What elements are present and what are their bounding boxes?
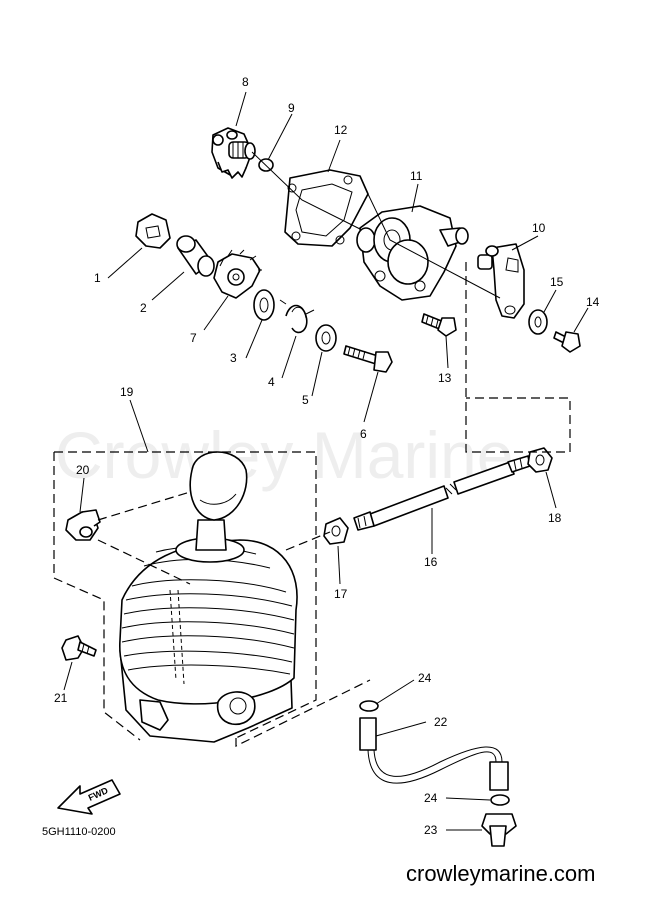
callout-1: 1 bbox=[94, 271, 101, 285]
part-1-cap bbox=[135, 213, 171, 249]
part-6-bolt bbox=[343, 345, 393, 373]
fwd-arrow-icon: FWD bbox=[57, 779, 121, 815]
part-18-nut bbox=[527, 447, 553, 473]
callout-22: 22 bbox=[434, 715, 448, 729]
callout-8: 8 bbox=[242, 75, 249, 89]
part-16-shaft bbox=[353, 455, 531, 531]
site-url: crowleymarine.com bbox=[406, 861, 596, 886]
callout-2: 2 bbox=[140, 301, 147, 315]
assembly-dash-lines bbox=[53, 262, 571, 747]
callout-16: 16 bbox=[424, 555, 438, 569]
part-7-gear bbox=[213, 249, 262, 299]
part-24-clamp-lower bbox=[490, 794, 510, 806]
callout-5: 5 bbox=[302, 393, 309, 407]
callout-17: 17 bbox=[334, 587, 348, 601]
part-19-shift-box bbox=[119, 451, 298, 743]
part-17-nut bbox=[323, 517, 349, 545]
diagram-code: 5GH1110-0200 bbox=[42, 826, 116, 838]
part-15-washer bbox=[528, 309, 548, 335]
callout-23: 23 bbox=[424, 823, 438, 837]
part-11-housing bbox=[356, 205, 469, 301]
callout-7: 7 bbox=[190, 331, 197, 345]
part-4-spring bbox=[279, 299, 315, 334]
part-3-washer bbox=[253, 289, 275, 321]
part-22-hose bbox=[359, 717, 509, 791]
part-12-gasket bbox=[284, 169, 369, 247]
part-23-fitting bbox=[481, 813, 517, 847]
assembly-axis-lines bbox=[251, 151, 501, 299]
callout-12: 12 bbox=[334, 123, 348, 137]
callout-19: 19 bbox=[120, 385, 134, 399]
part-8-shaft-gear bbox=[211, 127, 256, 179]
callout-20: 20 bbox=[76, 463, 90, 477]
watermark-text: Crowley Marine bbox=[55, 418, 513, 492]
callout-11: 11 bbox=[410, 169, 423, 183]
callout-21: 21 bbox=[54, 691, 68, 705]
callout-15: 15 bbox=[550, 275, 564, 289]
leader-lines bbox=[63, 91, 589, 831]
part-21-bolt bbox=[61, 635, 97, 661]
callout-24-lower: 24 bbox=[424, 791, 438, 805]
part-13-bolt bbox=[421, 313, 457, 337]
callout-4: 4 bbox=[268, 375, 275, 389]
callout-13: 13 bbox=[438, 371, 452, 385]
callout-10: 10 bbox=[532, 221, 546, 235]
part-5-bushing bbox=[315, 324, 337, 352]
part-2-collar bbox=[176, 235, 215, 277]
part-14-bolt bbox=[553, 331, 581, 353]
part-10-lever bbox=[477, 243, 525, 319]
callout-6: 6 bbox=[360, 427, 367, 441]
callout-14: 14 bbox=[586, 295, 600, 309]
callout-labels: 1 2 3 4 5 6 7 8 9 10 11 12 13 14 15 16 1… bbox=[54, 75, 600, 837]
part-24-clamp-upper bbox=[359, 700, 379, 712]
part-20-nipple bbox=[65, 509, 101, 541]
callout-24-upper: 24 bbox=[418, 671, 432, 685]
callout-3: 3 bbox=[230, 351, 237, 365]
callout-18: 18 bbox=[548, 511, 562, 525]
callout-9: 9 bbox=[288, 101, 295, 115]
